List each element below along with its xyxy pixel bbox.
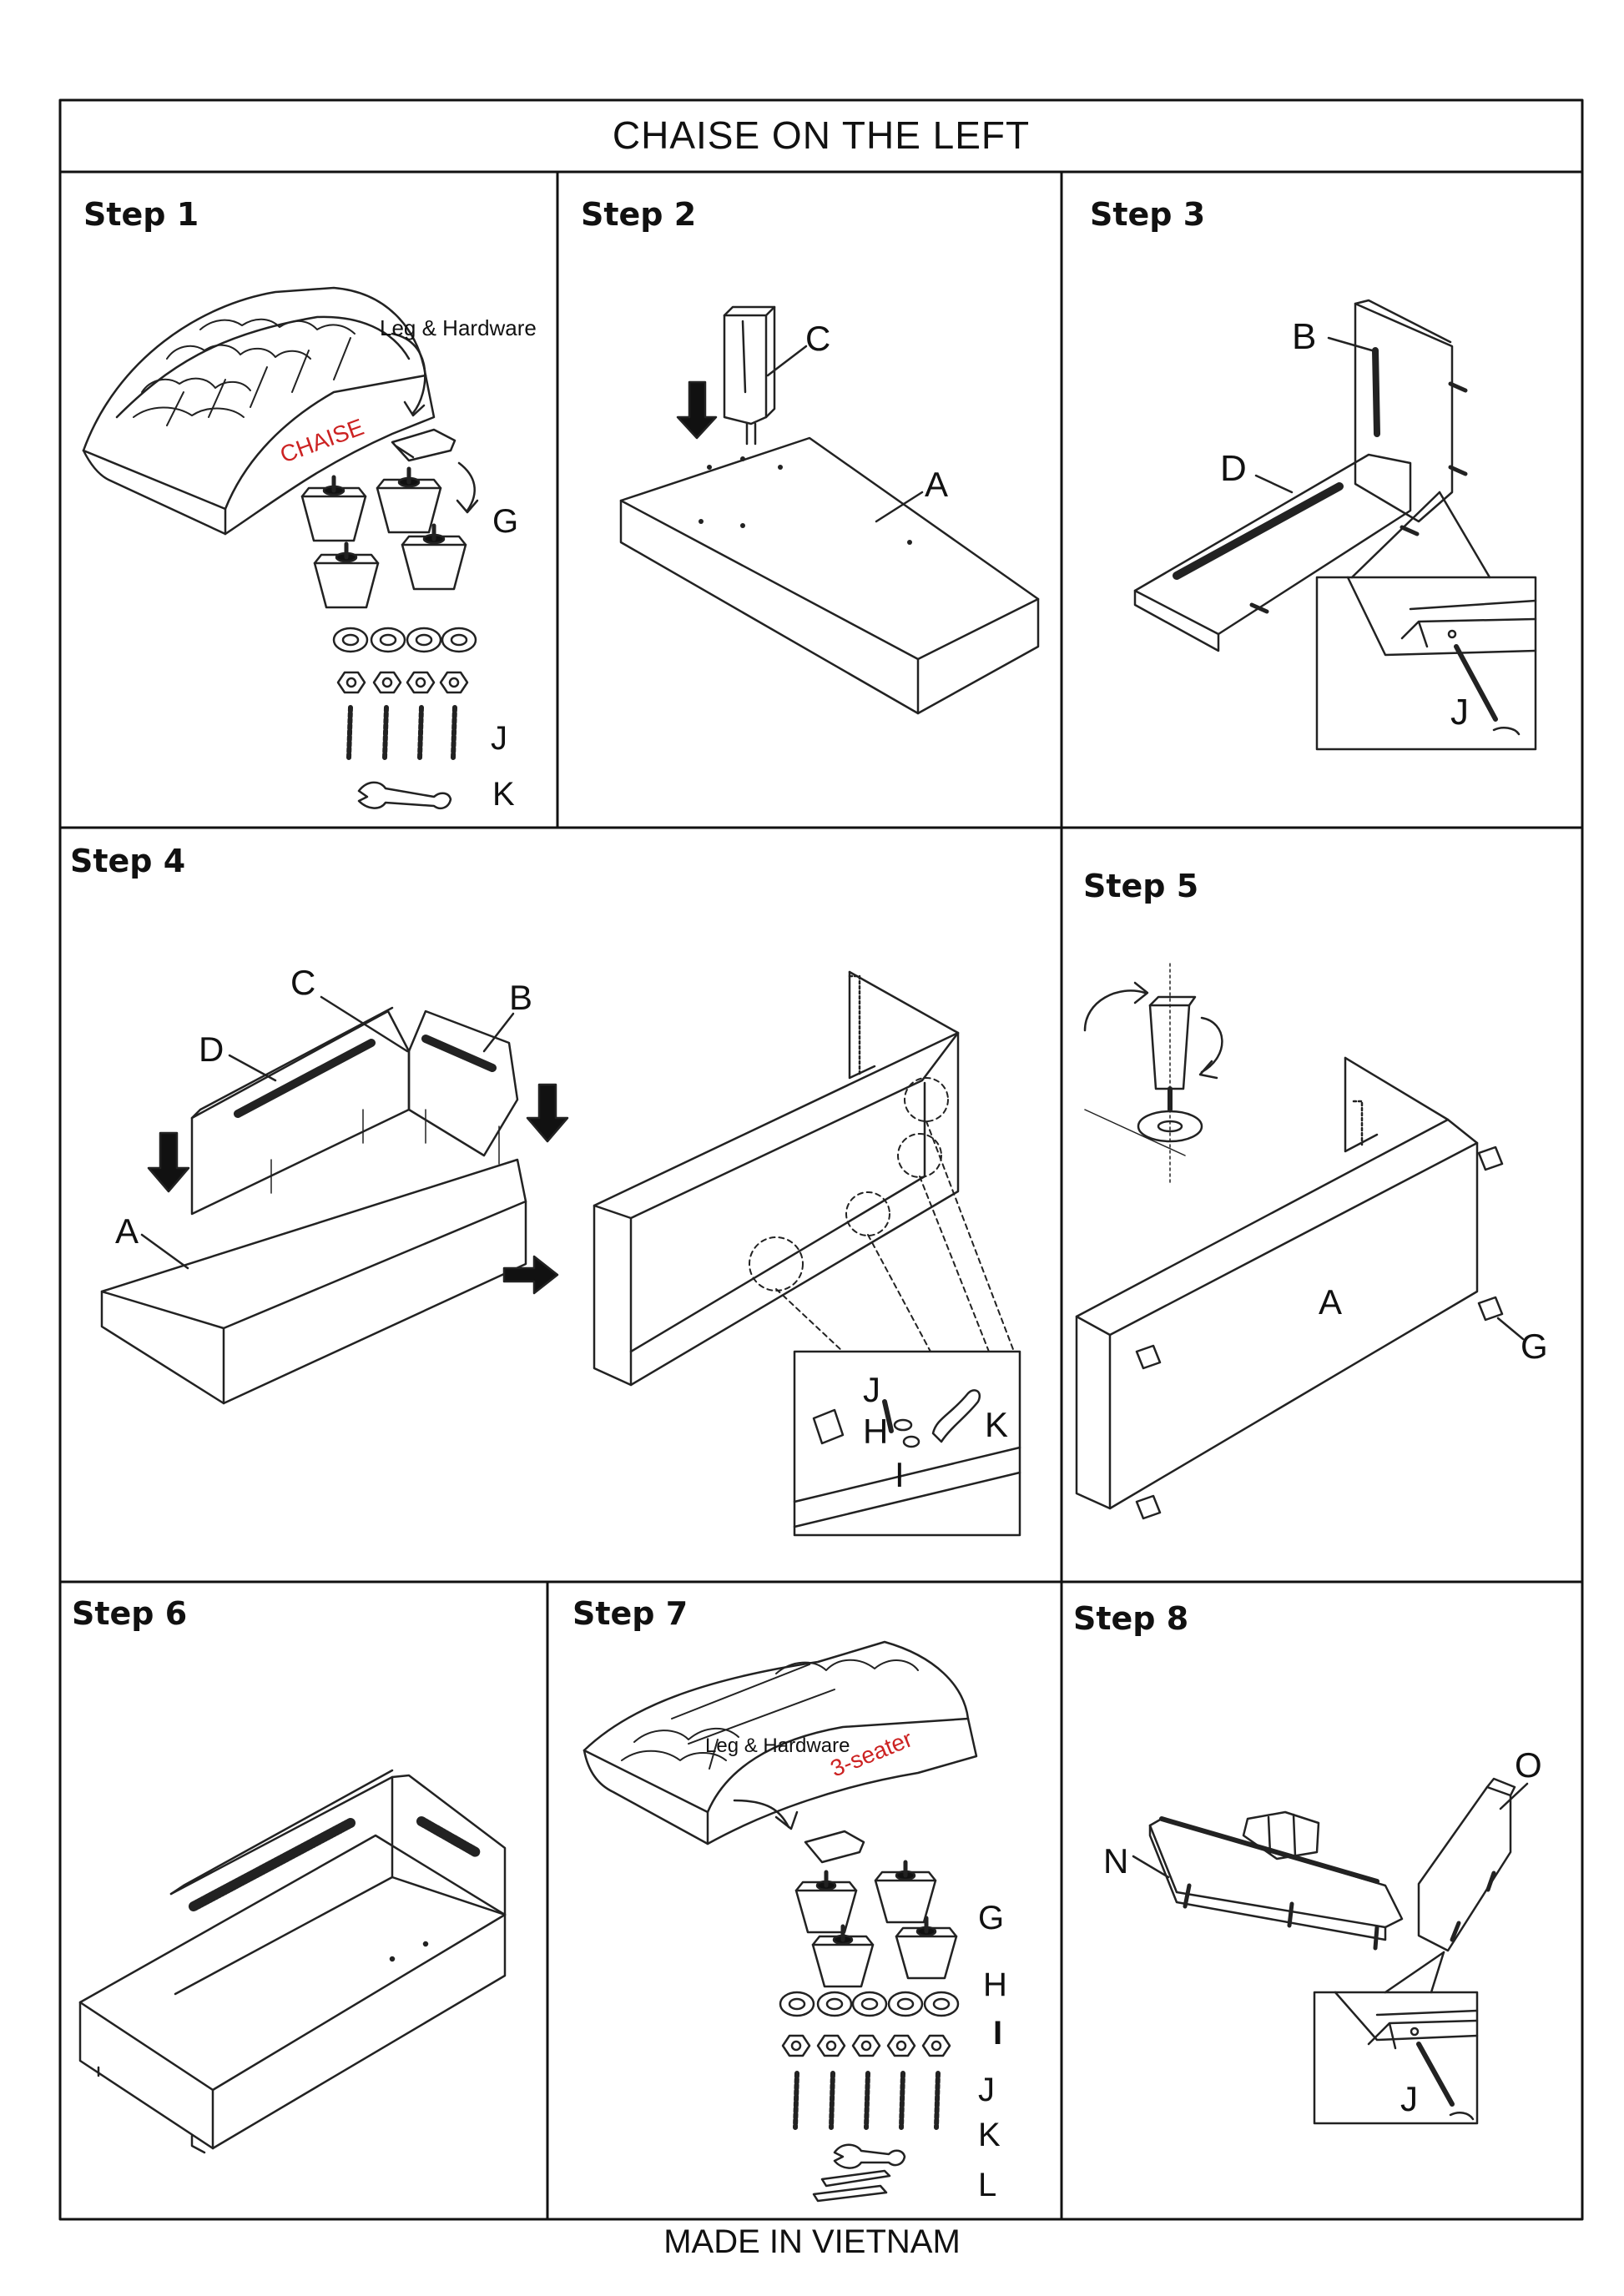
part-label-d-4: D [199,1030,224,1069]
grid-borders [58,98,1584,2221]
step-7-illustration: Leg & Hardware 3-seater G H [583,1640,1007,2203]
part-label-l-7: L [978,2167,996,2203]
step-4-label: Step 4 [70,843,186,879]
legs-g [300,466,467,609]
nuts-1 [336,671,469,694]
step-8-label: Step 8 [1073,1600,1189,1637]
down-arrow-4a [147,1131,190,1193]
step-7-label: Step 7 [572,1595,688,1632]
part-label-a-4: A [115,1211,139,1251]
part-label-b-3: B [1292,316,1316,357]
part-label-h-7: H [983,1966,1007,2003]
step-8-illustration: N O J [1103,1745,1542,2125]
step-5-illustration: A G [1075,963,1548,1520]
part-label-j-8: J [1400,2079,1418,2118]
part-label-a-5: A [1319,1282,1342,1322]
part-label-k-4: K [985,1405,1008,1444]
part-label-k-7: K [978,2117,1001,2153]
part-label-j-7: J [978,2072,995,2108]
washers-1 [332,627,477,653]
step-5-label: Step 5 [1083,868,1199,904]
wrench-k-1 [357,781,452,809]
part-label-c-2: C [805,319,830,358]
right-arrow-4 [502,1255,559,1295]
part-label-d-3: D [1220,448,1247,489]
part-label-i-7: I [993,2015,1002,2052]
step-6-illustration [78,1769,507,2154]
step-3-illustration: B D J [1133,299,1537,751]
down-arrow-4b [526,1083,569,1143]
step-1-label: Step 1 [83,196,199,233]
part-label-j-3: J [1450,692,1469,733]
part-label-c-4: C [290,963,315,1002]
made-in-label: MADE IN VIETNAM [663,2223,961,2260]
leg-hardware-label-1: Leg & Hardware [380,315,537,340]
part-label-n-8: N [1103,1841,1128,1881]
step-2-illustration: A C [619,305,1040,715]
step-4-illustration-left: A D B C [100,963,569,1405]
step-6-label: Step 6 [72,1595,188,1632]
step-4-illustration-right: J H I K [593,970,1021,1537]
part-label-b-4: B [509,978,532,1017]
part-label-k-1: K [492,776,515,813]
part-label-j-1: J [491,720,507,757]
down-arrow-2 [676,380,718,440]
bolts-j-1 [346,705,457,760]
part-label-i-4: I [895,1455,905,1494]
part-label-g-1: G [492,503,518,540]
step-3-label: Step 3 [1090,196,1206,233]
step-1-illustration: Leg & Hardware CHAISE G [82,286,537,813]
part-label-g-7: G [978,1900,1004,1936]
page-title: CHAISE ON THE LEFT [612,113,1031,157]
step-2-label: Step 2 [581,196,697,233]
part-label-a-2: A [925,465,948,504]
part-label-h-4: H [863,1412,888,1451]
part-label-g-5: G [1521,1327,1548,1366]
part-label-j-4: J [863,1370,880,1409]
part-label-o-8: O [1515,1745,1542,1785]
leg-hardware-label-7: Leg & Hardware [705,1735,850,1757]
